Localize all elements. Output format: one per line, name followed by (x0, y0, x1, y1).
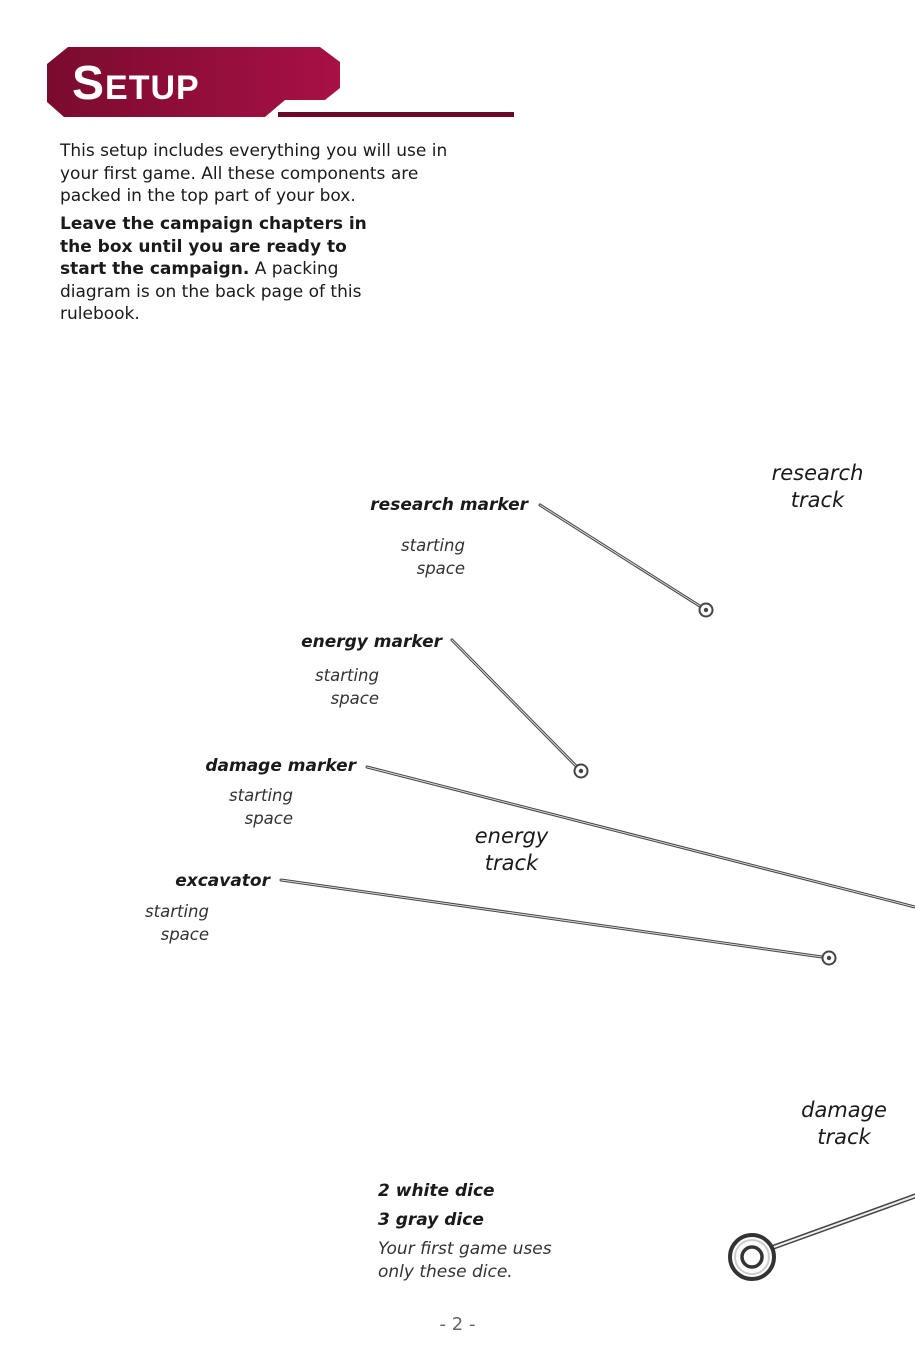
research-marker-callout: research marker (370, 494, 528, 516)
page-title: Setup (72, 57, 200, 110)
excavator-starting-space: starting space (145, 902, 209, 944)
gray-dice-label: 3 gray dice (378, 1210, 484, 1230)
excavator-leader-line (279, 878, 837, 966)
energy-marker-label: energy marker (301, 632, 442, 652)
energy-leader-line (450, 638, 589, 779)
damage-track-label: damage track (801, 1098, 887, 1149)
research-leader-line (538, 503, 714, 618)
energy-marker-callout: energy marker (301, 631, 442, 653)
energy-starting-space: starting space (315, 666, 379, 708)
intro-warning: Leave the campaign chapters in the box u… (60, 214, 367, 279)
research-marker-label: research marker (370, 495, 528, 515)
intro-paragraph-2: Leave the campaign chapters in the box u… (60, 213, 380, 326)
dice-note-line-1: Your first game uses (378, 1239, 552, 1259)
damage-leader-line (365, 765, 915, 909)
damage-marker-callout: damage marker (205, 755, 356, 777)
dice-note-line-2: only these dice. (378, 1261, 513, 1282)
intro-note: A packing diagram is on the back page of… (60, 259, 362, 324)
dice-leader-line (728, 1193, 915, 1281)
intro-paragraph-1: This setup includes everything you will … (60, 141, 448, 206)
research-starting-space: starting space (401, 536, 465, 578)
excavator-label: excavator (175, 871, 270, 891)
white-dice-label: 2 white dice (378, 1181, 495, 1201)
title-banner (47, 47, 514, 117)
dice-callout: 2 white dice 3 gray dice Your first game… (378, 1180, 552, 1283)
energy-track-label: energy track (474, 824, 549, 875)
research-track-label: research track (771, 461, 864, 512)
damage-marker-label: damage marker (205, 756, 356, 776)
excavator-callout: excavator (175, 870, 270, 892)
page-number: - 2 - (439, 1314, 476, 1335)
damage-starting-space: starting space (229, 786, 293, 828)
